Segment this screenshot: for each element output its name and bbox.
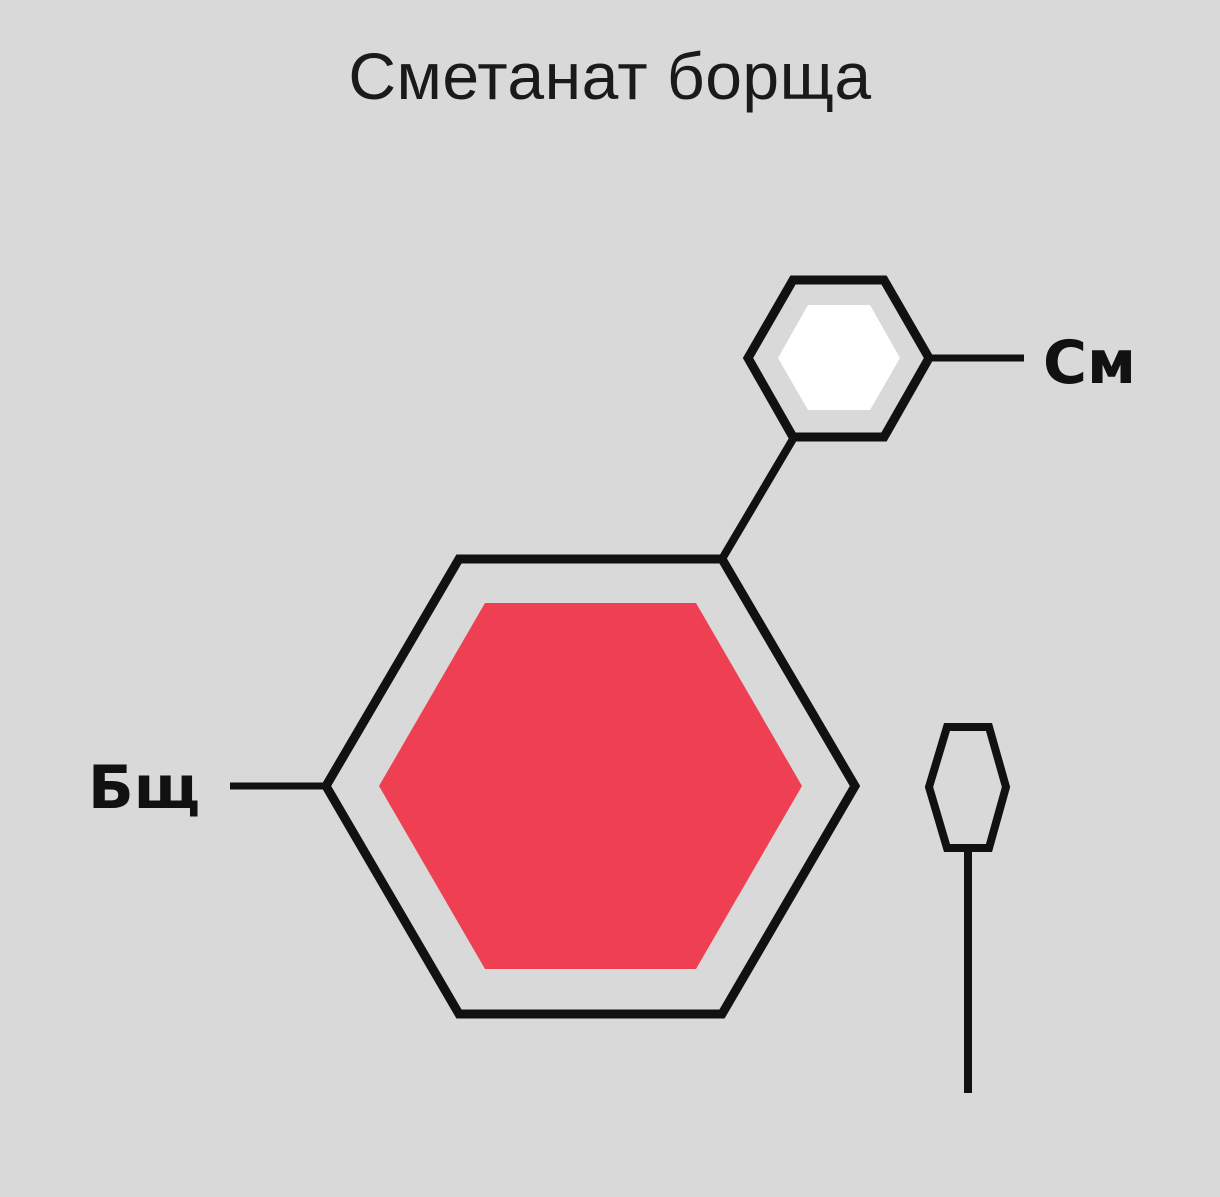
borscht-fill (379, 603, 802, 969)
sour-cream-fill (778, 305, 900, 410)
bond-to-sour-cream (718, 436, 797, 562)
borscht-ring-outline (320, 554, 861, 1019)
label-borscht: Бщ (88, 753, 200, 823)
spoon-icon (924, 723, 1011, 1093)
label-sour-cream: См (1043, 328, 1136, 398)
diagram-title: Сметанат борща (348, 39, 872, 113)
